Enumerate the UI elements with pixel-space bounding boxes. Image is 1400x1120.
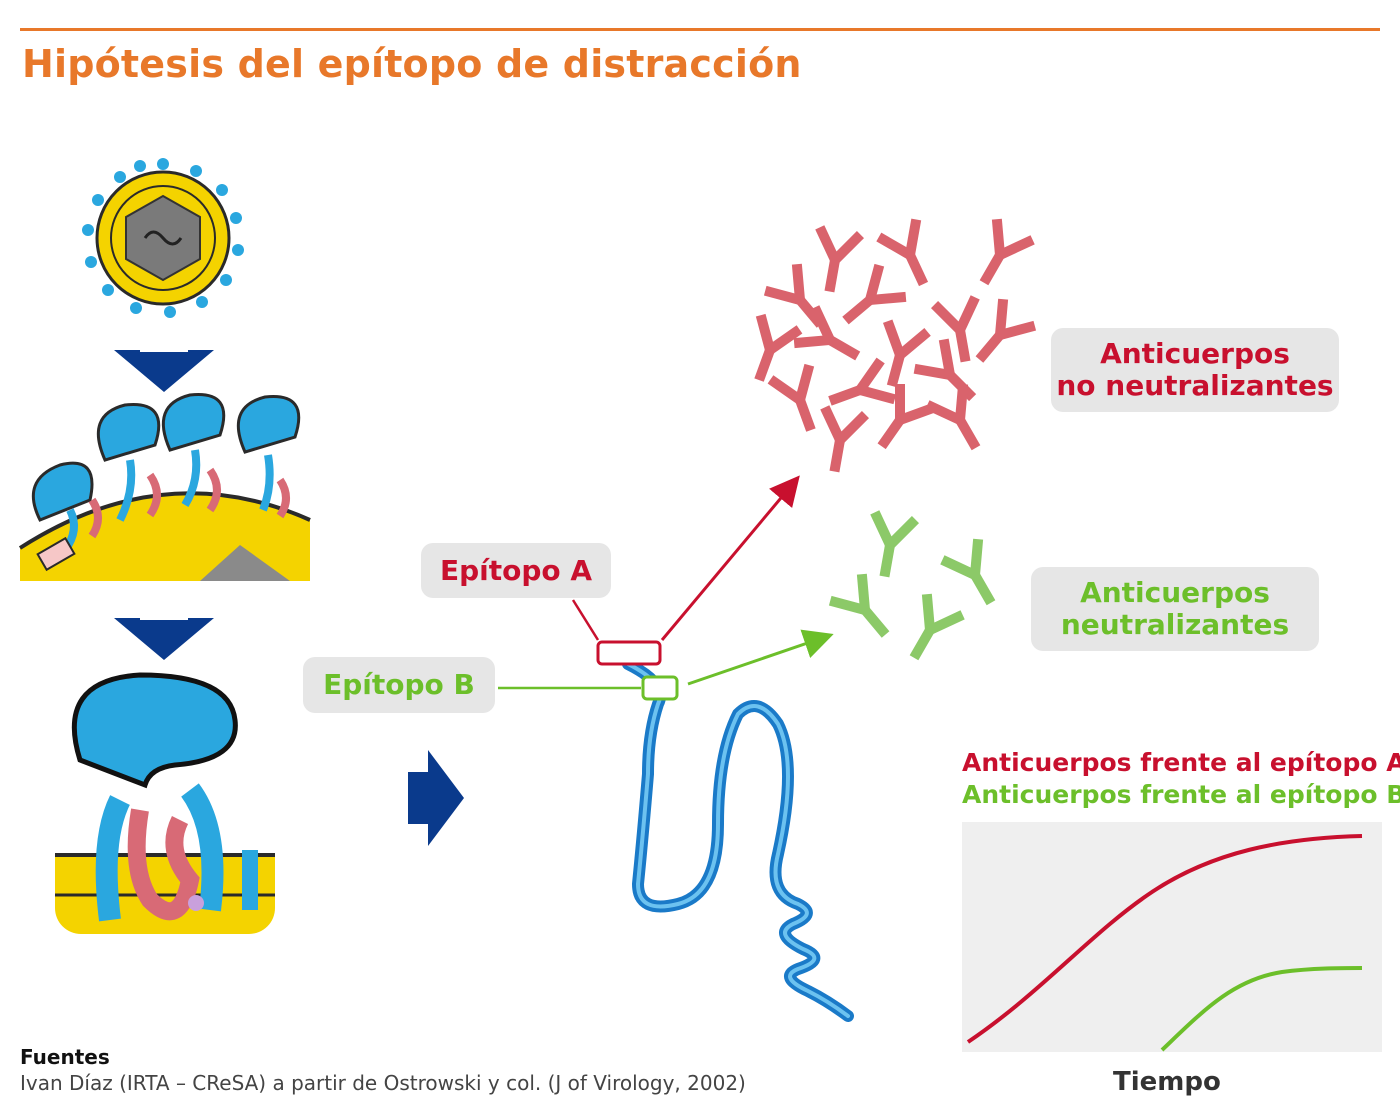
neutralizing-line1: Anticuerpos xyxy=(1080,576,1270,609)
sources-text: Ivan Díaz (IRTA – CReSA) a partir de Ost… xyxy=(20,1071,746,1095)
neutralizing-label: Anticuerpos neutralizantes xyxy=(1031,567,1319,651)
down-arrow-icon xyxy=(114,618,214,660)
membrane-spikes-icon xyxy=(18,393,311,581)
non-neutralizing-label: Anticuerpos no neutralizantes xyxy=(1051,328,1339,412)
curve-epitope-a xyxy=(966,834,1363,1044)
time-chart xyxy=(962,822,1382,1052)
legend-a: Anticuerpos frente al epítopo A xyxy=(962,748,1400,777)
sources-heading: Fuentes xyxy=(20,1045,110,1069)
curve-epitope-b xyxy=(1160,966,1363,1052)
epitope-b-label: Epítopo B xyxy=(303,657,495,713)
non-neutralizing-line2: no neutralizantes xyxy=(1056,369,1334,402)
non-neutralizing-line1: Anticuerpos xyxy=(1100,337,1290,370)
arrow-to-non-neutralizing xyxy=(660,475,800,641)
legend-b: Anticuerpos frente al epítopo B xyxy=(962,780,1400,809)
page-title: Hipótesis del epítopo de distracción xyxy=(22,42,802,86)
right-arrow-icon xyxy=(408,750,464,846)
neutralizing-antibodies-icon xyxy=(825,508,1013,671)
neutralizing-line2: neutralizantes xyxy=(1060,608,1290,641)
down-arrow-icon xyxy=(114,350,214,392)
epitope-b-text: Epítopo B xyxy=(323,668,475,701)
protein-chain-icon xyxy=(622,658,854,1022)
epitope-a-box xyxy=(596,640,662,666)
epitope-a-label: Epítopo A xyxy=(421,543,611,598)
virus-particle-icon xyxy=(82,158,244,318)
title-rule xyxy=(20,28,1380,31)
arrow-to-neutralizing xyxy=(687,629,834,686)
zoomed-spike-icon xyxy=(55,672,275,934)
epitope-a-connector xyxy=(571,599,600,641)
epitope-a-text: Epítopo A xyxy=(439,553,593,587)
epitope-b-box xyxy=(641,675,679,701)
non-neutralizing-antibodies-icon xyxy=(735,214,1040,476)
x-axis-label: Tiempo xyxy=(1113,1067,1221,1097)
